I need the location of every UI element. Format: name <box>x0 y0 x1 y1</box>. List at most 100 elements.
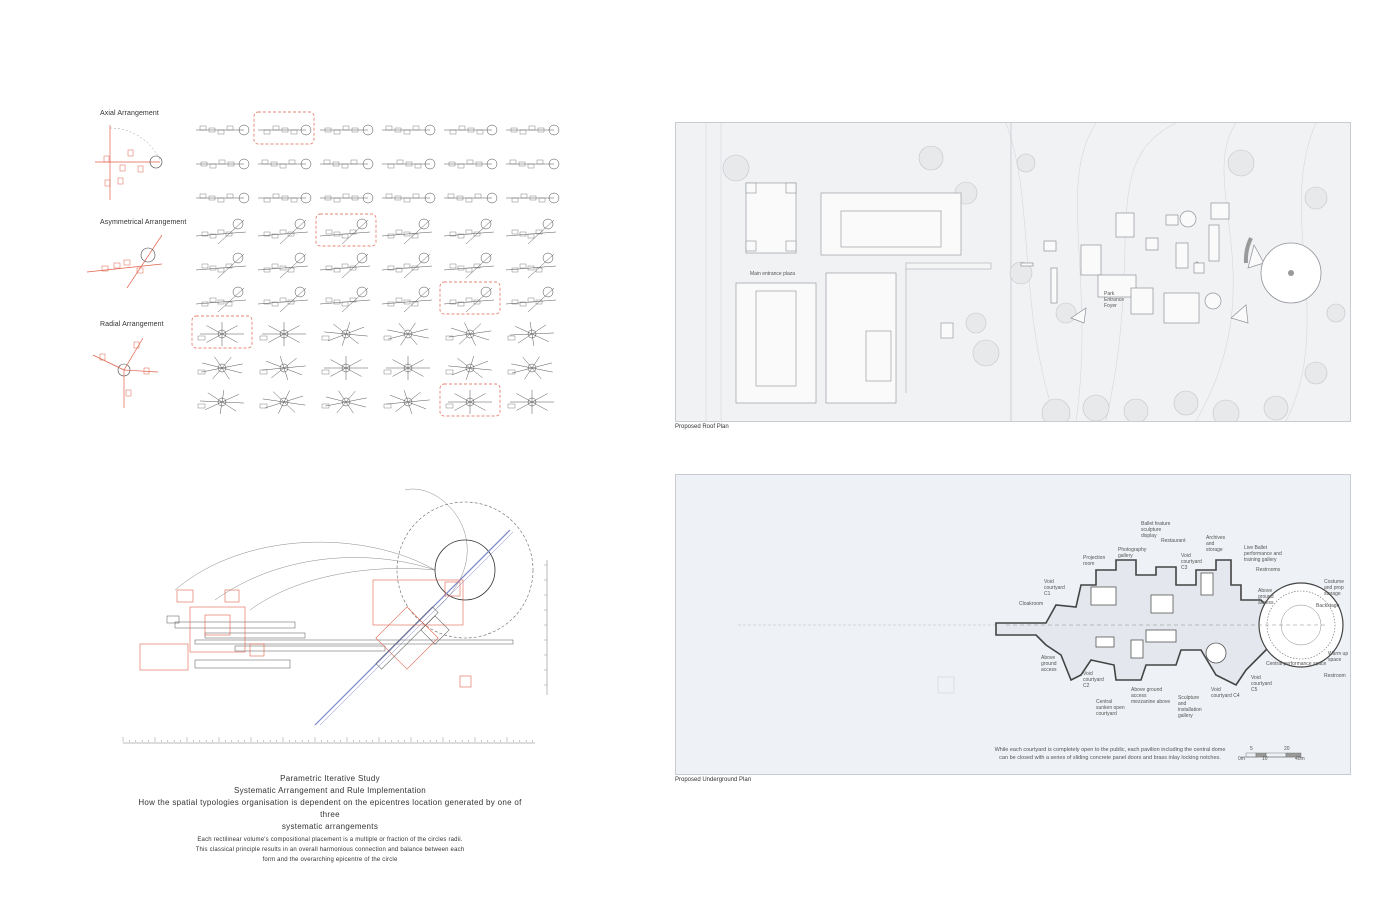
underground-plan-caption: Proposed Underground Plan <box>675 777 752 783</box>
scale-label: 40m <box>1295 756 1305 762</box>
study-description-line: How the spatial typologies organisation … <box>138 798 522 819</box>
iteration-cell <box>319 286 371 313</box>
iteration-cell <box>382 124 436 136</box>
iteration-cell <box>258 192 312 204</box>
iteration-cell <box>257 218 309 245</box>
iteration-cell <box>507 322 554 346</box>
label-backstage: Backstage <box>1316 603 1340 609</box>
label-ballet: Ballet feature sculpture display <box>1141 521 1171 539</box>
iteration-cell <box>321 390 367 414</box>
parametric-study-diagram <box>123 488 548 744</box>
iteration-cell <box>259 322 306 346</box>
study-bottom-scale <box>122 737 533 742</box>
iteration-cell <box>195 286 247 313</box>
label-void-c1: Void courtyard C1 <box>1044 579 1065 597</box>
iteration-cell <box>382 192 436 204</box>
study-subtitle: Systematic Arrangement and Rule Implemen… <box>233 786 427 795</box>
iteration-cell <box>321 322 368 346</box>
parametric-study-caption: Parametric Iterative Study Systematic Ar… <box>130 773 530 865</box>
iteration-cell <box>195 218 247 245</box>
scale-label: 5 <box>1250 746 1253 752</box>
scale-label: 0m <box>1238 756 1245 762</box>
axial-key-diagram <box>95 125 163 200</box>
iteration-cell <box>315 213 377 247</box>
iteration-cell <box>257 252 309 279</box>
iteration-cell <box>259 356 306 380</box>
iteration-cell <box>191 315 253 349</box>
iteration-cell <box>320 192 374 204</box>
roof-label-entrance: Main entrance plaza <box>750 271 796 277</box>
roof-plan-drawing <box>705 123 1346 421</box>
label-projection: Projection room <box>1083 555 1106 567</box>
iteration-cell <box>444 158 498 170</box>
iteration-cell <box>195 252 247 279</box>
label-restrooms: Restrooms <box>1256 567 1281 573</box>
label-above-access-2: Above ground access <box>1041 655 1057 673</box>
axial-arrangement-label: Axial Arrangement <box>100 110 159 117</box>
iteration-cell <box>505 252 557 279</box>
iteration-cell <box>507 390 554 414</box>
iteration-cell <box>196 124 250 136</box>
label-void-c3: Void courtyard C3 <box>1181 553 1202 571</box>
roof-label-foyer: Park Entrance Foyer <box>1104 291 1125 309</box>
asymmetrical-key-diagram <box>86 234 163 289</box>
iteration-cell <box>439 281 501 315</box>
radial-key-diagram <box>92 337 159 408</box>
iteration-cell <box>443 252 495 279</box>
iteration-cell <box>196 158 250 170</box>
study-body-line: This classical principle results in an o… <box>195 847 465 853</box>
study-body-line: Each rectilinear volume's compositional … <box>197 837 463 843</box>
underground-note: While each courtyard is completely open … <box>994 747 1226 761</box>
iteration-cell <box>197 390 244 414</box>
iteration-cell <box>319 252 371 279</box>
iteration-cell <box>445 356 492 380</box>
iteration-cell <box>253 111 315 145</box>
iteration-cell <box>444 124 498 136</box>
label-central-sunken: Central sunken open courtyard <box>1096 699 1125 717</box>
label-void-c5: Void courtyard C5 <box>1251 675 1272 693</box>
underground-plan-panel: Ballet feature sculpture display Photogr… <box>675 474 1351 775</box>
iteration-grid <box>191 111 560 417</box>
iteration-cell <box>383 356 430 380</box>
study-description-line: systematic arrangements <box>281 822 379 831</box>
label-mezzanine: Above ground access mezzanine above <box>1131 687 1171 705</box>
label-void-c2: Void courtyard C2 <box>1083 671 1104 689</box>
scale-label: 10 <box>1262 756 1268 762</box>
iteration-cell <box>381 252 433 279</box>
label-archives: Archives and storage <box>1206 535 1226 553</box>
label-cloakroom: Cloakroom <box>1019 601 1044 607</box>
iteration-cell <box>382 158 436 170</box>
iteration-cell <box>257 286 309 313</box>
iteration-cell <box>196 192 250 204</box>
label-void-c4: Void courtyard C4 <box>1211 687 1240 699</box>
iteration-cell <box>506 192 560 204</box>
iteration-cell <box>507 356 553 380</box>
iteration-cell <box>381 286 433 313</box>
label-costume: Costume and prop storage <box>1324 579 1345 597</box>
study-body-line: form and the overarching epicentre of th… <box>262 857 398 863</box>
iteration-cell <box>505 286 557 313</box>
label-central-performance: Central performance space <box>1266 661 1327 667</box>
iteration-cell <box>320 158 374 170</box>
iteration-cell <box>505 218 557 245</box>
iteration-cell <box>439 383 501 417</box>
roof-plan-caption: Proposed Roof Plan <box>675 424 729 430</box>
iteration-cell <box>320 124 374 136</box>
iteration-cell <box>259 390 306 414</box>
iteration-cell <box>383 322 429 346</box>
underground-plan-drawing <box>738 559 1344 758</box>
asymmetrical-arrangement-label: Asymmetrical Arrangement <box>100 219 187 226</box>
label-photography: Photography gallery <box>1118 547 1147 559</box>
iteration-cell <box>444 192 498 204</box>
iteration-cell <box>197 356 243 380</box>
iteration-cell <box>383 390 430 414</box>
study-title: Parametric Iterative Study <box>280 774 380 783</box>
iteration-cell <box>506 124 560 136</box>
iteration-cell <box>443 218 495 245</box>
iteration-cell <box>445 322 492 346</box>
radial-arrangement-label: Radial Arrangement <box>100 321 164 328</box>
label-warm-up: Warm up space <box>1328 651 1349 663</box>
iteration-cell <box>321 356 368 380</box>
iteration-cell <box>258 158 312 170</box>
roof-plan-panel: Main entrance plaza Park Entrance Foyer <box>675 122 1351 422</box>
